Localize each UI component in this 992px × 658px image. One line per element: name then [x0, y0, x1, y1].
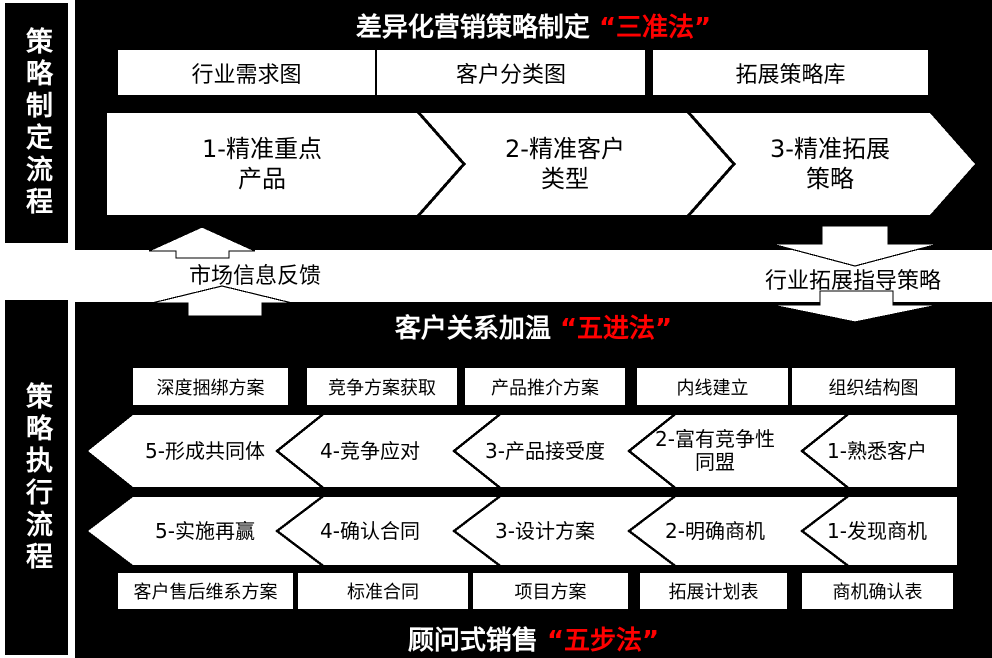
- step-form-community: 5-形成共同体: [145, 438, 265, 463]
- formulation-title-text: 差异化营销策略制定: [355, 13, 590, 43]
- chevron-segment-5: [88, 415, 320, 487]
- consultative-sales-title-text: 顾问式销售: [407, 626, 538, 656]
- execution-title: 客户关系加温 “五进法”: [75, 308, 992, 345]
- box-insider-establishment: 内线建立: [637, 368, 788, 405]
- chevron-segment-4: [279, 497, 497, 565]
- right-chevron-arrow-band: [107, 113, 975, 215]
- box-project-proposal: 项目方案: [473, 573, 628, 609]
- step-competition-response: 4-竞争应对: [320, 438, 420, 463]
- formulation-title: 差异化营销策略制定 “三准法”: [75, 7, 992, 44]
- guidance-label: 行业拓展指导策略: [764, 269, 941, 294]
- consultative-sales-title-method: “五步法”: [546, 626, 660, 656]
- chevron-segment-1: [107, 113, 462, 215]
- chevron-segment-2: [421, 113, 732, 215]
- step-clarify-opportunity: 2-明确商机: [665, 518, 765, 543]
- box-opportunity-confirmation-sheet: 商机确认表: [802, 573, 953, 609]
- chevron-segment-2: [631, 497, 845, 565]
- chevron-segment-2: [631, 415, 845, 487]
- box-industry-demand-map: 行业需求图: [118, 50, 375, 95]
- execution-title-text: 客户关系加温: [394, 314, 551, 344]
- chevron-segment-1: [804, 415, 957, 487]
- box-customer-classification-map: 客户分类图: [377, 50, 645, 95]
- formulation-title-method: “三准法”: [598, 13, 712, 43]
- chevron-segment-3: [456, 415, 672, 487]
- left-chevron-arrow-band-sales: [88, 497, 957, 565]
- step-design-solution: 3-设计方案: [495, 518, 595, 543]
- step-know-customer: 1-熟悉客户: [827, 438, 927, 463]
- box-expansion-strategy-library: 拓展策略库: [653, 50, 928, 95]
- left-chevron-arrow-band-relationship: [88, 415, 957, 487]
- box-competitor-plan-acquisition: 竞争方案获取: [307, 368, 457, 405]
- sidebar-formulation-label: 策略制定流程: [21, 27, 52, 219]
- chevron-segment-3: [691, 113, 975, 215]
- chevron-segment-1: [804, 497, 957, 565]
- execution-panel: 客户关系加温 “五进法” 深度捆绑方案 竞争方案获取 产品推介方案 内线建立 组…: [75, 302, 992, 658]
- step-precise-key-products: 1-精准重点 产品: [202, 135, 322, 193]
- step-product-acceptance: 3-产品接受度: [485, 438, 605, 463]
- box-product-promotion-plan: 产品推介方案: [465, 368, 625, 405]
- execution-title-method: “五进法”: [559, 314, 673, 344]
- box-organization-chart: 组织结构图: [792, 368, 955, 405]
- consultative-sales-title: 顾问式销售 “五步法”: [75, 620, 992, 657]
- chevron-segment-5: [88, 497, 320, 565]
- chevron-segment-3: [456, 497, 672, 565]
- formulation-panel: 差异化营销策略制定 “三准法” 行业需求图 客户分类图 拓展策略库 1-精准重点…: [75, 0, 992, 250]
- feedback-label: 市场信息反馈: [188, 264, 321, 289]
- box-deep-bundling-plan: 深度捆绑方案: [133, 368, 288, 405]
- step-precise-expansion-strategy: 3-精准拓展 策略: [770, 135, 890, 193]
- step-discover-opportunity: 1-发现商机: [827, 518, 927, 543]
- box-expansion-plan-sheet: 拓展计划表: [640, 573, 787, 609]
- formulation-tool-boxes: 行业需求图 客户分类图 拓展策略库: [118, 50, 928, 95]
- chevron-segment-4: [279, 415, 497, 487]
- sidebar-strategy-execution: 策略执行流程: [5, 300, 68, 655]
- box-standard-contract: 标准合同: [298, 573, 468, 609]
- step-competitive-alliance: 2-富有竞争性 同盟: [655, 427, 775, 474]
- sidebar-strategy-formulation: 策略制定流程: [5, 3, 68, 243]
- step-implement-win-again: 5-实施再赢: [155, 518, 255, 543]
- step-precise-customer-types: 2-精准客户 类型: [505, 135, 625, 193]
- sidebar-execution-label: 策略执行流程: [21, 381, 52, 574]
- box-aftersales-retention-plan: 客户售后维系方案: [118, 573, 293, 609]
- step-confirm-contract: 4-确认合同: [320, 518, 420, 543]
